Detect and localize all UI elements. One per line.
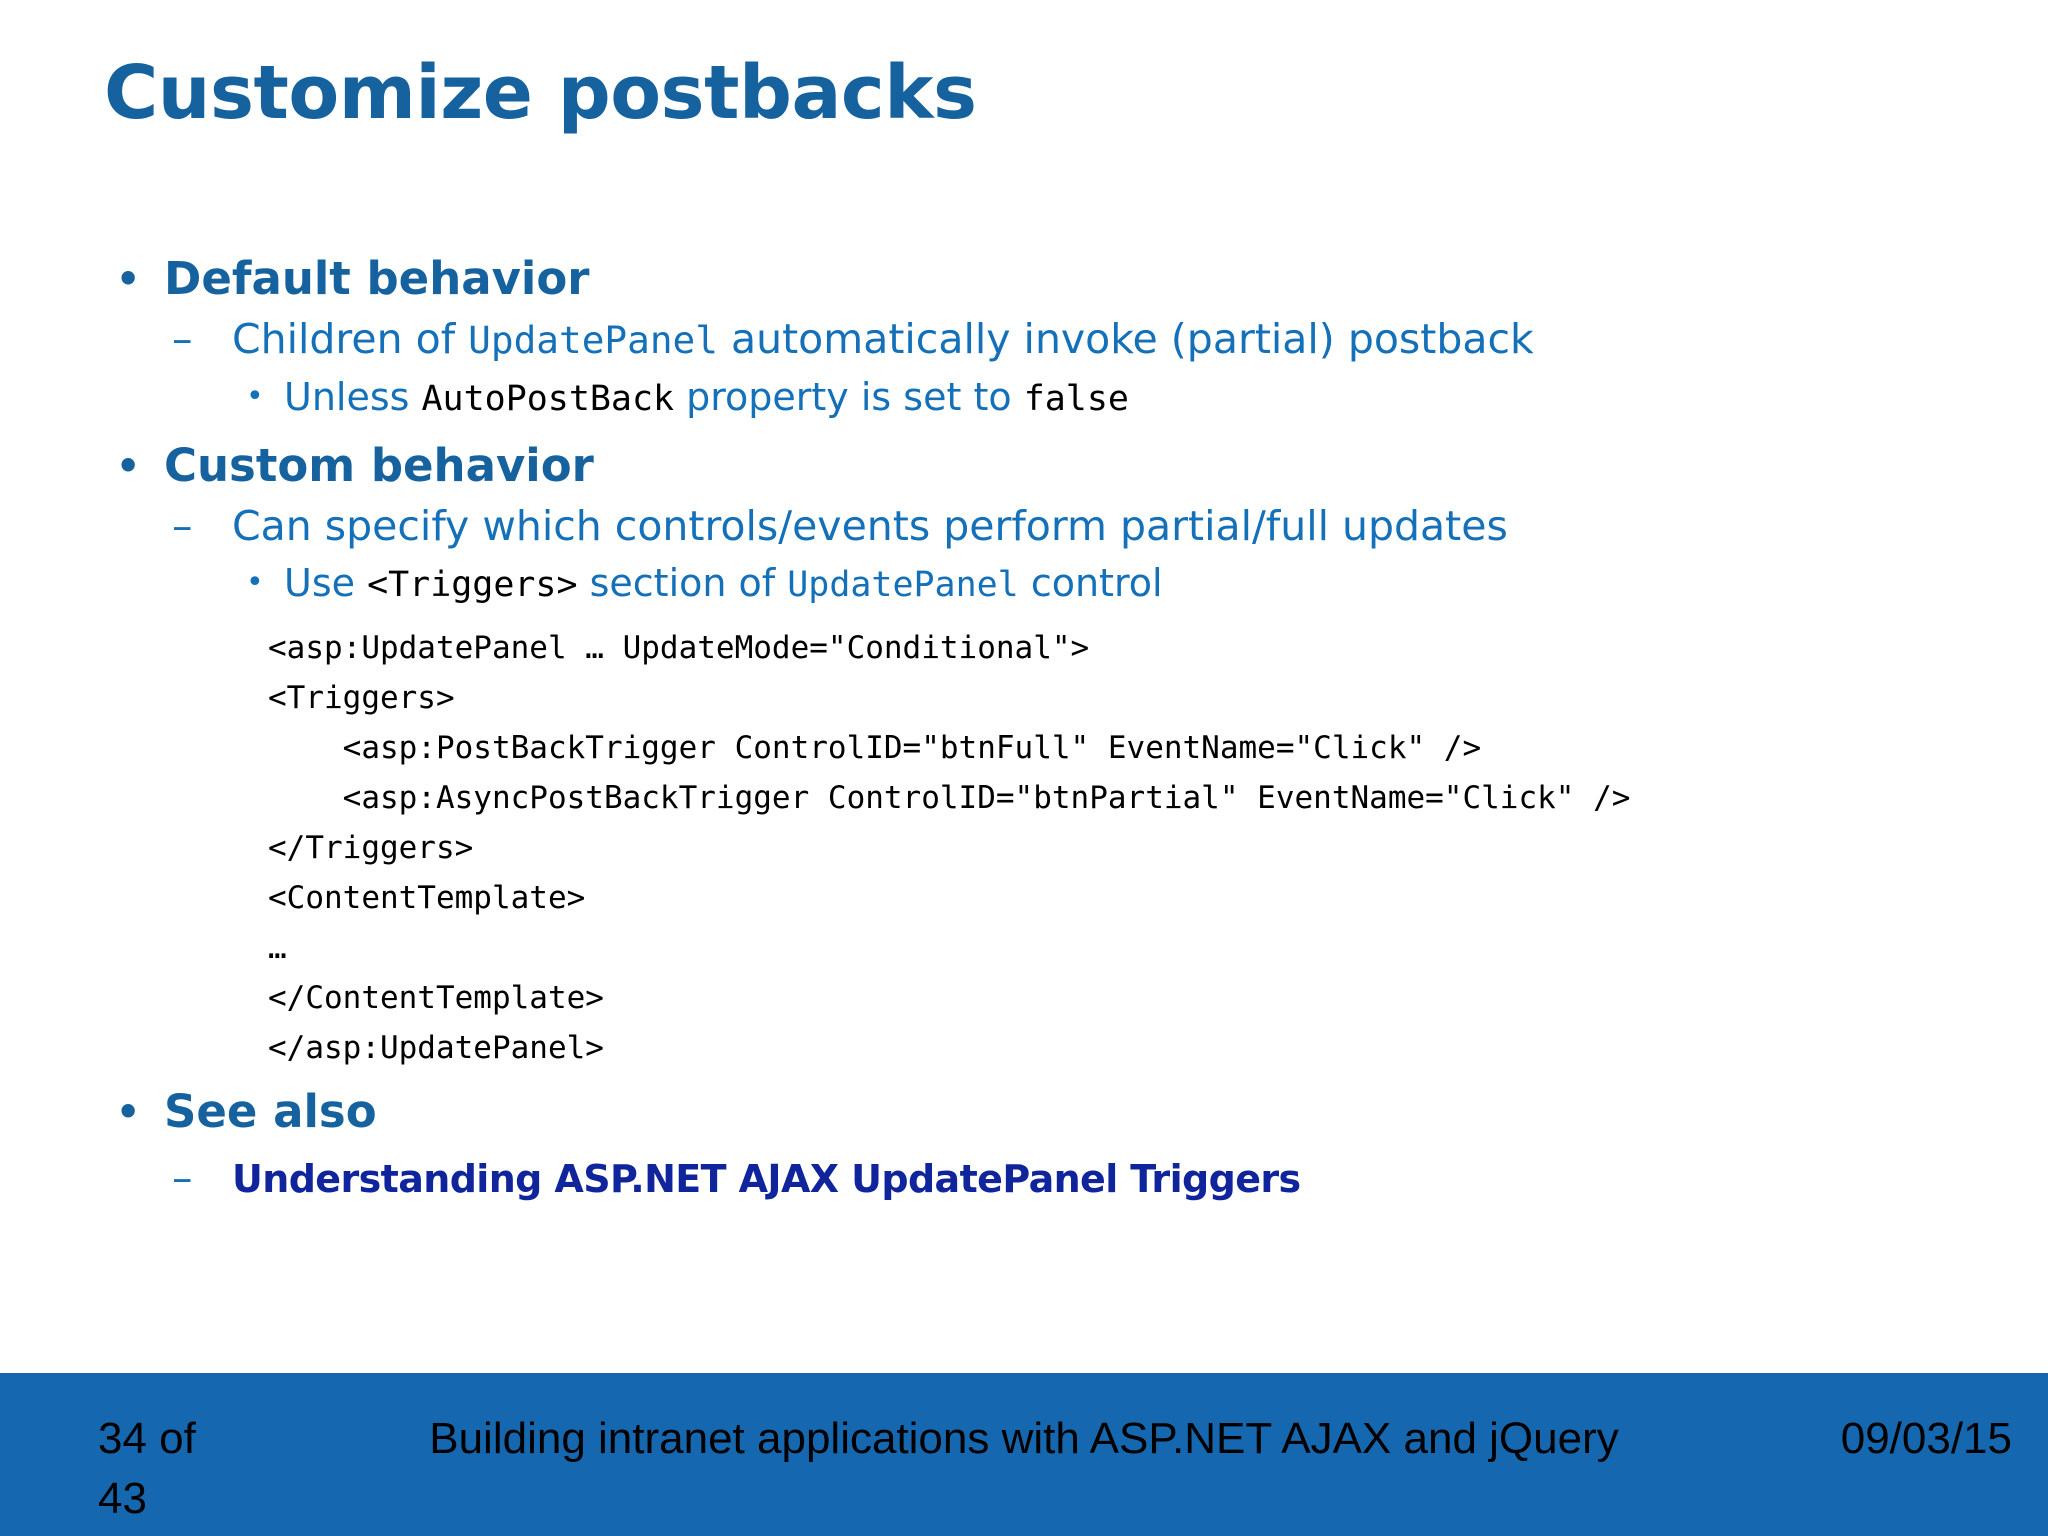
code-line: <asp:AsyncPostBackTrigger ControlID="btn… xyxy=(268,780,1631,816)
slide-footer-bar: 34 of 43 Building intranet applications … xyxy=(0,1373,2048,1536)
bullet-dot-icon: • xyxy=(246,379,264,414)
bullet-dot-icon: • xyxy=(116,257,141,301)
text-segment: Unless xyxy=(284,375,422,419)
bullet-level2-see-also-link: – Understanding ASP.NET AJAX UpdatePanel… xyxy=(160,1149,2048,1208)
bullet-dot-icon: • xyxy=(116,1090,141,1134)
hyperlink-updatepanel-triggers[interactable]: Understanding ASP.NET AJAX UpdatePanel T… xyxy=(232,1157,1301,1201)
bullet-level2-children-updatepanel: – Children of UpdatePanel automatically … xyxy=(160,310,2048,369)
spacer xyxy=(0,427,2048,435)
code-line: </ContentTemplate> xyxy=(268,980,604,1016)
bullet-dash-icon: – xyxy=(172,502,193,550)
text-segment: control xyxy=(1018,561,1163,605)
spacer xyxy=(0,1073,2048,1081)
code-line: <Triggers> xyxy=(268,680,455,716)
bullet-level3-triggers-section: • Use <Triggers> section of UpdatePanel … xyxy=(232,555,2048,613)
bullet-level1-label: Custom behavior xyxy=(164,439,594,492)
bullet-dot-icon: • xyxy=(116,444,141,488)
bullet-level1-label: See also xyxy=(164,1085,377,1138)
footer-presentation-title: Building intranet applications with ASP.… xyxy=(429,1414,1619,1463)
inline-code-false: false xyxy=(1023,379,1129,419)
inline-code-triggers-tag: <Triggers> xyxy=(367,565,578,605)
inline-code-autopostback: AutoPostBack xyxy=(421,379,675,419)
text-segment: automatically invoke (partial) postback xyxy=(717,315,1534,363)
footer-page-number: 34 of 43 xyxy=(98,1414,196,1523)
code-line: </Triggers> xyxy=(268,830,474,866)
bullet-level1-see-also: • See also xyxy=(104,1081,2048,1143)
inline-code-updatepanel: UpdatePanel xyxy=(468,318,718,362)
bullet-level2-can-specify: – Can specify which controls/events perf… xyxy=(160,497,2048,555)
code-line: <ContentTemplate> xyxy=(268,880,586,916)
text-segment: Children of xyxy=(232,315,469,363)
page-title: Customize postbacks xyxy=(104,50,977,136)
bullet-dot-icon: • xyxy=(246,565,264,600)
text-segment: property is set to xyxy=(674,375,1024,419)
slide-body: • Default behavior – Children of UpdateP… xyxy=(0,248,2048,1208)
code-line: <asp:PostBackTrigger ControlID="btnFull"… xyxy=(268,730,1482,766)
text-segment: Use xyxy=(284,561,368,605)
text-segment: section of xyxy=(577,561,788,605)
bullet-dash-icon: – xyxy=(172,1154,193,1202)
bullet-level1-label: Default behavior xyxy=(164,252,590,305)
inline-code-updatepanel: UpdatePanel xyxy=(787,565,1019,605)
bullet-level2-label: Can specify which controls/events perfor… xyxy=(232,502,1508,550)
code-line: </asp:UpdatePanel> xyxy=(268,1030,604,1066)
bullet-level3-autopostback: • Unless AutoPostBack property is set to… xyxy=(232,369,2048,427)
code-line: … xyxy=(268,930,287,966)
footer-date: 09/03/15 xyxy=(1840,1414,2012,1463)
bullet-level1-custom-behavior: • Custom behavior xyxy=(104,435,2048,497)
code-sample-block: <asp:UpdatePanel … UpdateMode="Condition… xyxy=(268,623,2048,1073)
bullet-level1-default-behavior: • Default behavior xyxy=(104,248,2048,310)
bullet-dash-icon: – xyxy=(172,315,193,363)
code-line: <asp:UpdatePanel … UpdateMode="Condition… xyxy=(268,630,1090,666)
